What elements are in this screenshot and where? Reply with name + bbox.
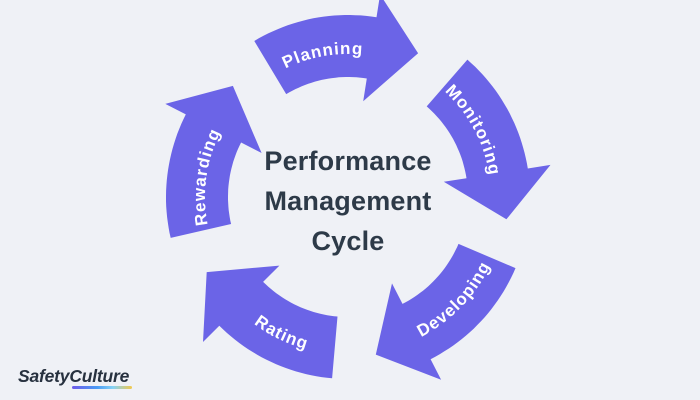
diagram-title: Performance Management Cycle <box>198 141 498 261</box>
arrow-monitoring <box>426 59 551 220</box>
arrow-rating <box>203 265 338 379</box>
title-line-3: Cycle <box>311 226 385 256</box>
logo-text-culture: Culture <box>69 366 133 389</box>
arrow-planning <box>254 0 419 102</box>
arrow-rewarding <box>165 85 262 238</box>
arrow-developing <box>375 243 516 380</box>
logo-text-culture-label: Culture <box>69 366 130 386</box>
safetyculture-logo: SafetyCulture <box>18 366 133 389</box>
title-line-2: Management <box>264 186 432 216</box>
title-line-1: Performance <box>264 146 432 176</box>
logo-text-safety: Safety <box>18 366 70 386</box>
logo-underline <box>72 386 133 389</box>
